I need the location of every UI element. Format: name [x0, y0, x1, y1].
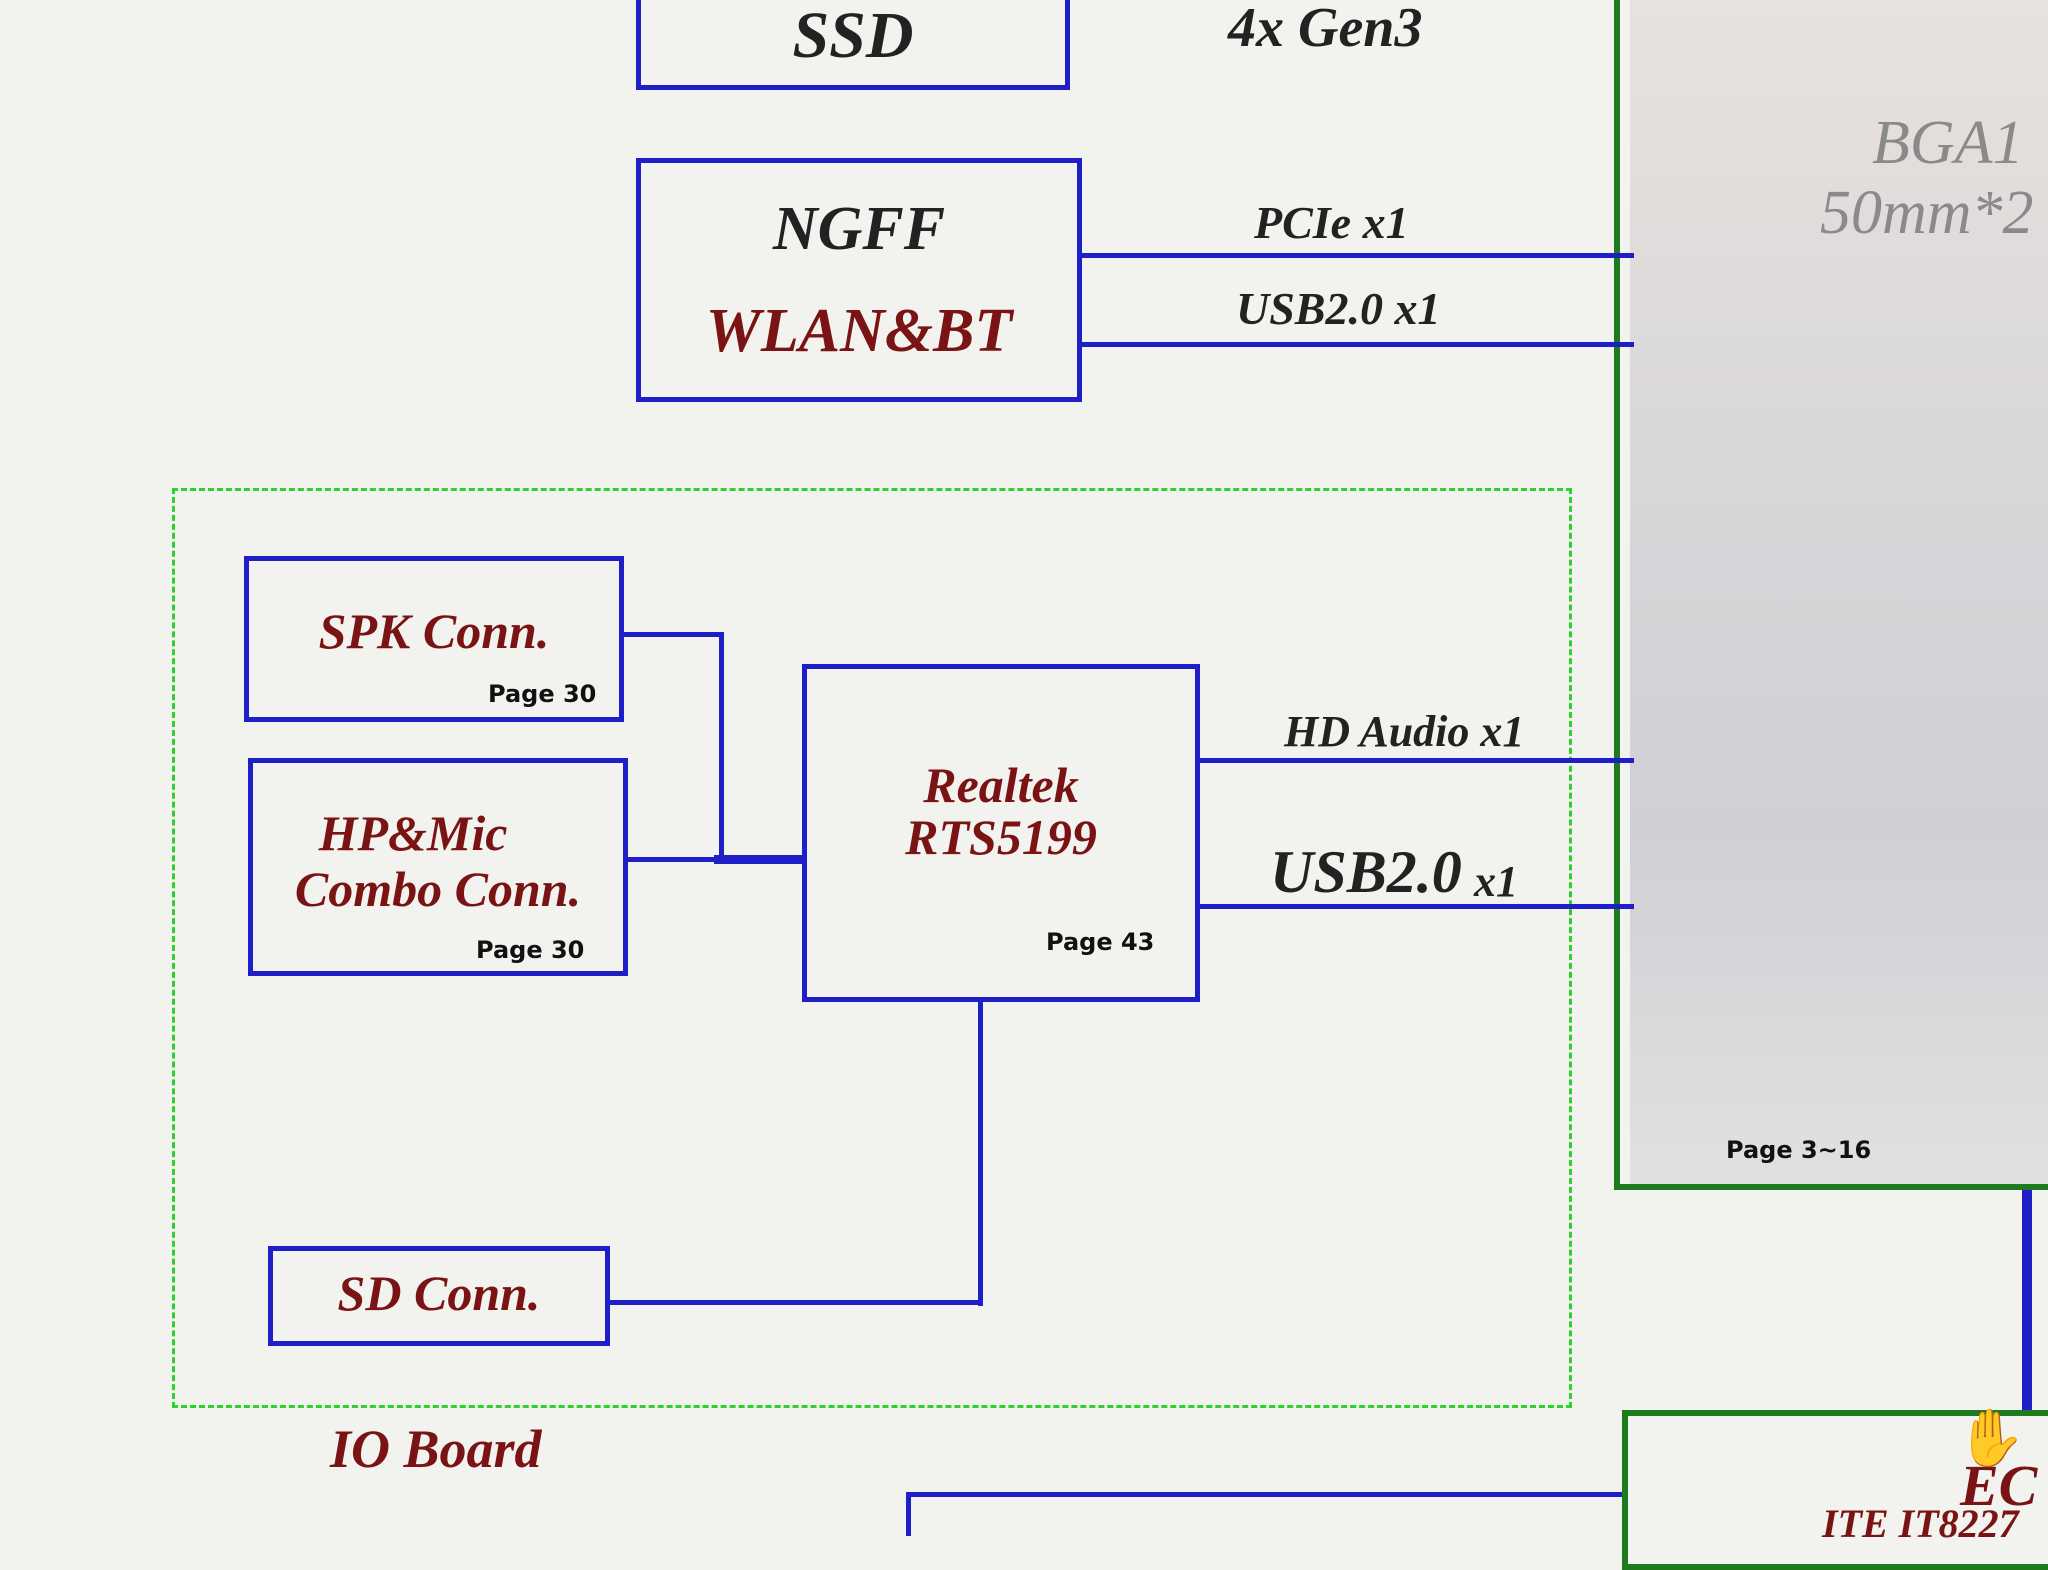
block-diagram: SSD 4x Gen3 BGA1 50mm*2 Page 3~16 NGFF W…	[172, 0, 2048, 1570]
ngff-usb-line	[1082, 342, 1634, 347]
ec-subtitle: ITE IT8227	[1822, 1501, 2019, 1546]
hp-mic-box	[248, 758, 628, 976]
hp-mic-line2: Combo Conn.	[294, 861, 582, 917]
realtek-usb-line	[1200, 904, 1634, 909]
io-board-label: IO Board	[330, 1419, 542, 1479]
cpu-page: Page 3~16	[1726, 1136, 1872, 1164]
cpu-title-line2: 50mm*2	[1820, 179, 2034, 247]
spk-to-bus-line	[624, 632, 724, 637]
spk-conn-label: SPK Conn.	[318, 603, 550, 659]
cpu-title-line1: BGA1	[1872, 109, 2024, 177]
background-photo-region	[1630, 0, 2048, 1185]
realtek-to-sd-vertical	[978, 1002, 983, 1306]
hp-mic-page: Page 30	[476, 936, 585, 964]
realtek-usb-label-main: USB2.0	[1270, 839, 1462, 905]
io-board-region	[172, 488, 1572, 1408]
ec-bottom-vertical	[906, 1492, 911, 1536]
hand-cursor-icon: ✋	[1956, 1406, 2026, 1471]
sd-conn-label: SD Conn.	[337, 1265, 541, 1321]
ngff-usb-label: USB2.0 x1	[1236, 283, 1441, 334]
realtek-line2: RTS5199	[905, 809, 1097, 865]
realtek-box	[802, 664, 1200, 1002]
realtek-page: Page 43	[1046, 928, 1155, 956]
ngff-line2: WLAN&BT	[705, 297, 1013, 365]
cpu-to-ec-line	[2022, 1190, 2032, 1410]
pcie-line	[1082, 253, 1634, 258]
ec-bottom-line	[906, 1492, 1622, 1497]
sd-conn-box	[268, 1246, 610, 1346]
realtek-usb-label-suffix: x1	[1474, 857, 1518, 906]
spk-conn-box	[244, 556, 624, 722]
ngff-line1: NGFF	[772, 195, 946, 263]
spk-conn-page: Page 30	[488, 680, 597, 708]
realtek-to-sd-horizontal	[610, 1300, 983, 1305]
spk-bus-vertical	[719, 632, 724, 864]
hp-mic-line1: HP&Mic	[318, 805, 508, 861]
pcie-label: PCIe x1	[1254, 197, 1409, 248]
ngff-box	[636, 158, 1082, 402]
bus-thick-line	[714, 855, 804, 864]
realtek-line1: Realtek	[923, 757, 1079, 813]
ssd-label: SSD	[792, 0, 914, 72]
ssd-link-label: 4x Gen3	[1228, 0, 1423, 59]
hd-audio-line	[1200, 758, 1634, 763]
cpu-box	[1614, 0, 2048, 1190]
ec-title: EC	[1960, 1453, 2038, 1518]
ssd-box	[636, 0, 1070, 90]
hd-audio-label: HD Audio x1	[1284, 707, 1525, 756]
